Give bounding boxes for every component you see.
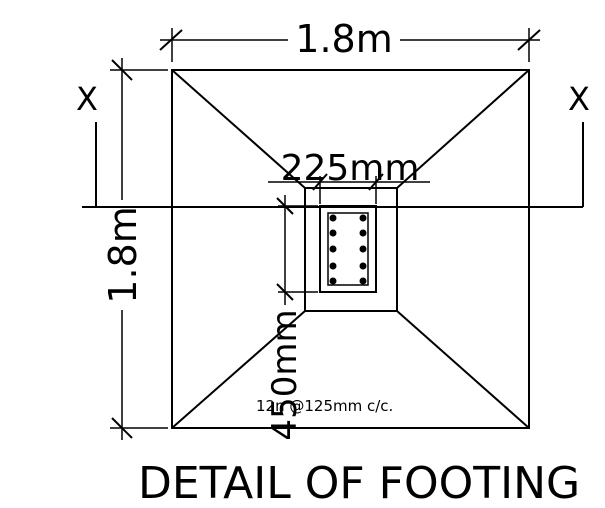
section-marker-right: X <box>568 80 590 118</box>
footing-outline <box>171 69 530 429</box>
pedestal-outline <box>304 187 398 312</box>
section-line <box>82 122 584 208</box>
rebar-dots <box>329 214 367 285</box>
slope-line-bottom-right <box>396 310 530 429</box>
dim-line-left <box>110 58 168 440</box>
dim-height-label: 1.8m <box>101 206 145 303</box>
dim-width-label: 1.8m <box>295 17 392 61</box>
slope-line-top-left <box>171 69 306 189</box>
dim-column-width-label: 225mm <box>281 148 420 189</box>
drawing-title: DETAIL OF FOOTING <box>138 458 580 508</box>
column-stirrup <box>327 212 369 286</box>
dim-line-top <box>159 28 541 62</box>
section-marker-left: X <box>76 80 98 118</box>
rebar-note: 12n @125mm c/c. <box>256 397 393 415</box>
slope-line-top-right <box>396 69 530 189</box>
slope-line-bottom-left <box>171 310 306 429</box>
dim-line-column-depth <box>276 195 318 305</box>
dim-line-column-width <box>268 173 430 204</box>
dim-column-depth-label: 450mm <box>265 309 305 440</box>
